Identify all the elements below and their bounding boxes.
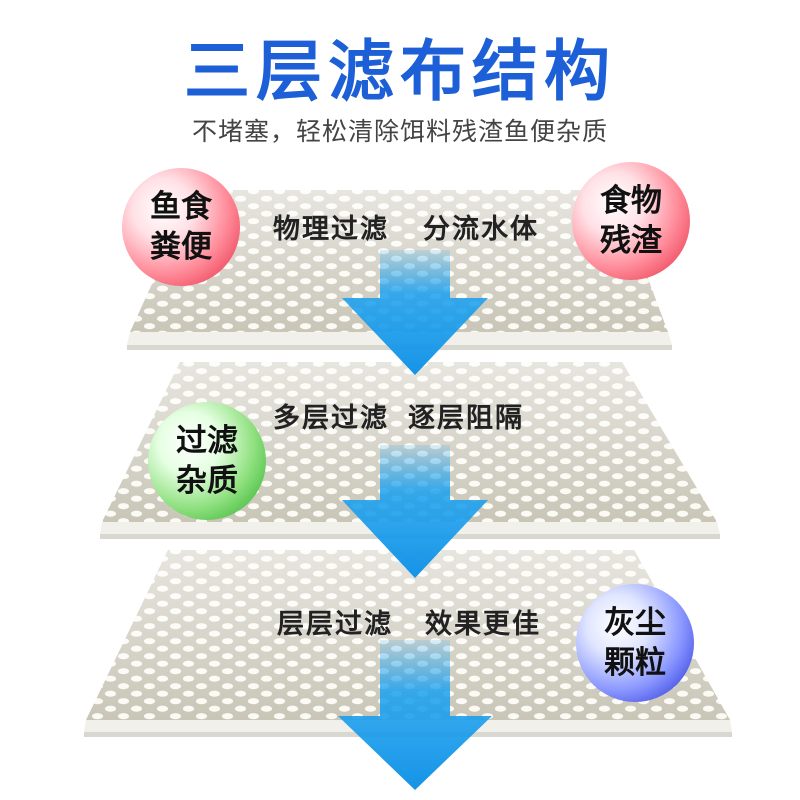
layer-3-label-right: 效果更佳 <box>425 609 541 640</box>
page-title: 三层滤布结构 <box>184 33 616 110</box>
layer-3-label-left: 层层过滤 <box>277 609 393 640</box>
badge-filter-impurities: 过滤 杂质 <box>148 402 266 520</box>
badge-line: 过滤 <box>176 423 238 459</box>
badge-line: 残渣 <box>600 223 662 259</box>
layer-2-label-left: 多层过滤 <box>273 403 389 434</box>
badge-dust-particles: 灰尘 颗粒 <box>576 584 694 702</box>
badge-line: 灰尘 <box>604 605 666 641</box>
layer-1-label-left: 物理过滤 <box>273 214 389 245</box>
badge-fish-feces: 鱼食 粪便 <box>122 168 240 286</box>
badge-line: 食物 <box>600 183 662 219</box>
badge-line: 粪便 <box>150 229 212 265</box>
page-subtitle: 不堵塞，轻松清除饵料残渣鱼便杂质 <box>191 117 608 146</box>
layer-2-label-right: 逐层阻隔 <box>408 403 524 434</box>
badge-food-residue: 食物 残渣 <box>572 162 690 280</box>
badge-line: 杂质 <box>176 463 238 499</box>
down-arrow-icon <box>342 445 488 578</box>
badge-line: 鱼食 <box>150 189 212 225</box>
badge-line: 颗粒 <box>604 645 666 681</box>
down-arrow-icon <box>342 250 488 375</box>
down-arrow-icon <box>338 640 492 790</box>
layer-1-label-right: 分流水体 <box>423 214 539 245</box>
